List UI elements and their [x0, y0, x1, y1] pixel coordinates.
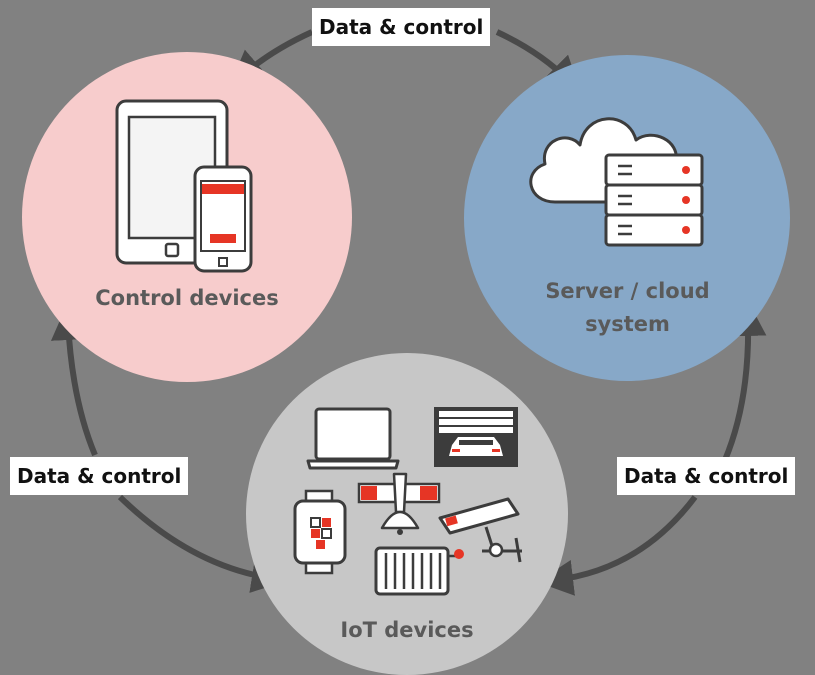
edge-label-top: Data & control — [312, 8, 491, 46]
radiator-icon — [374, 546, 464, 596]
arrow-right-to-iot — [537, 495, 698, 596]
smartwatch-icon — [293, 489, 347, 575]
connector-arrows — [50, 29, 767, 596]
barrier-gate-icon — [357, 472, 441, 535]
edge-label-right: Data & control — [617, 457, 796, 495]
security-camera-icon — [438, 497, 522, 563]
server-cloud-label-line1: Server / cloud — [545, 279, 710, 303]
iot-devices-label: IoT devices — [340, 618, 474, 642]
server-cloud-label-line2: system — [585, 312, 670, 336]
arrow-left-to-iot — [117, 494, 288, 593]
laptop-icon — [306, 407, 400, 470]
server-rack-icon — [604, 153, 704, 247]
arrow-left-to-control — [50, 304, 98, 457]
edge-label-left: Data & control — [10, 457, 189, 495]
control-devices-label: Control devices — [95, 286, 279, 310]
garage-car-icon — [434, 407, 518, 467]
smartphone-icon — [193, 165, 253, 273]
arrow-right-to-server — [722, 300, 767, 462]
